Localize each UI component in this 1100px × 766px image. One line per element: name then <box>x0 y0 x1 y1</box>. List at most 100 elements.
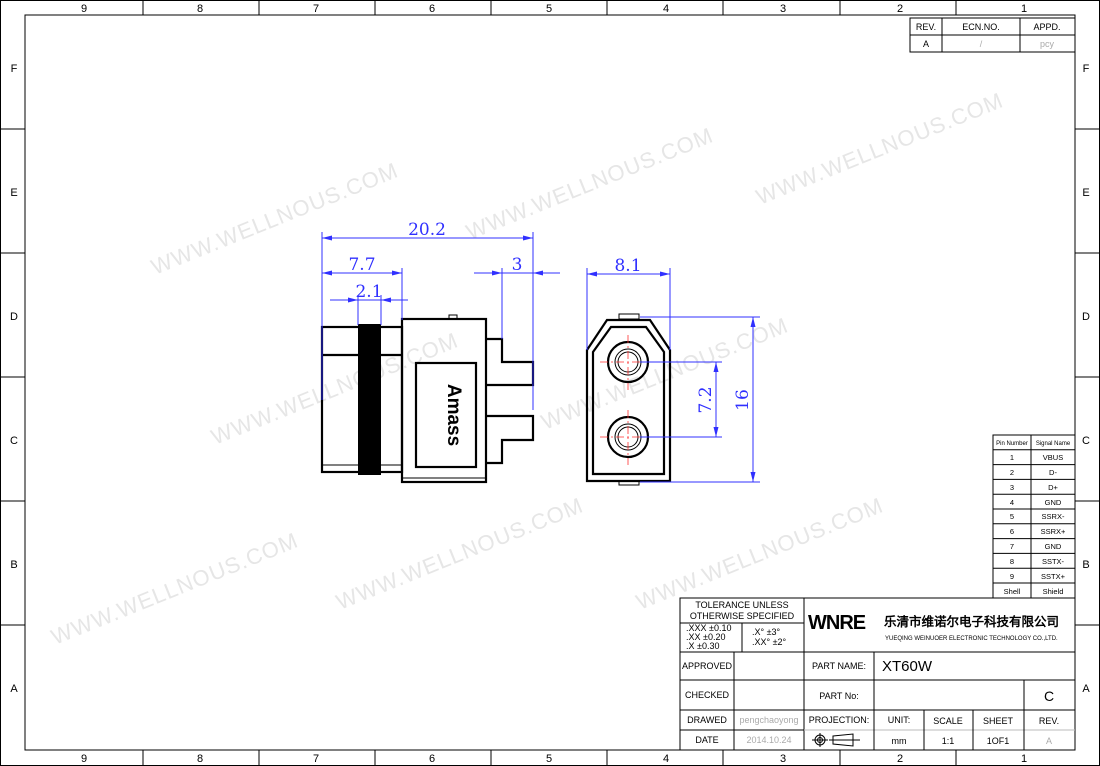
dim-overall-length: 20.2 <box>408 220 446 240</box>
svg-text:/: / <box>980 39 983 49</box>
svg-text:1:1: 1:1 <box>942 736 955 746</box>
svg-text:SSRX-: SSRX- <box>1042 512 1065 521</box>
svg-text:OTHERWISE SPECIFIED: OTHERWISE SPECIFIED <box>690 611 795 621</box>
svg-text:1OF1: 1OF1 <box>987 736 1010 746</box>
svg-text:SSRX+: SSRX+ <box>1041 527 1066 536</box>
svg-text:A: A <box>1046 736 1052 746</box>
svg-text:WWW.WELLNOUS.COM: WWW.WELLNOUS.COM <box>753 88 1007 210</box>
svg-text:PROJECTION:: PROJECTION: <box>809 715 870 725</box>
svg-text:2: 2 <box>897 3 903 15</box>
pin-upper <box>486 337 535 387</box>
svg-text:Pin Number: Pin Number <box>996 441 1028 447</box>
svg-text:4: 4 <box>1010 498 1014 507</box>
svg-text:9: 9 <box>81 3 87 15</box>
svg-text:A: A <box>923 39 929 49</box>
company-logo: WNRE <box>808 612 866 634</box>
svg-text:6: 6 <box>429 753 435 765</box>
svg-text:SHEET: SHEET <box>983 716 1014 726</box>
revision-table: REV. ECN.NO. APPD. A / pcy <box>909 17 1076 53</box>
svg-text:TOLERANCE UNLESS: TOLERANCE UNLESS <box>695 600 788 610</box>
svg-text:.XX° ±2°: .XX° ±2° <box>752 637 787 647</box>
svg-text:.XX ±0.20: .XX ±0.20 <box>686 632 725 642</box>
svg-text:Shield: Shield <box>1043 587 1064 596</box>
svg-text:4: 4 <box>663 3 669 15</box>
svg-text:F: F <box>1083 63 1090 75</box>
svg-text:WWW.WELLNOUS.COM: WWW.WELLNOUS.COM <box>208 328 462 450</box>
pin-lower <box>486 414 535 465</box>
dim-ring-width: 2.1 <box>355 282 382 302</box>
svg-text:3: 3 <box>1010 483 1014 492</box>
dim-front-part: 7.7 <box>348 255 375 275</box>
svg-text:E: E <box>1082 187 1089 199</box>
side-view: Amass <box>320 314 535 484</box>
svg-text:8: 8 <box>197 753 203 765</box>
svg-text:PART NAME:: PART NAME: <box>812 661 866 671</box>
dim-height: 16 <box>733 389 753 411</box>
svg-text:D-: D- <box>1049 468 1057 477</box>
svg-text:4: 4 <box>663 753 669 765</box>
column-labels-top: 9 8 7 6 5 4 3 2 1 <box>81 3 1027 15</box>
svg-text:A: A <box>10 683 18 695</box>
svg-text:REV.: REV. <box>1039 716 1059 726</box>
svg-text:APPD.: APPD. <box>1033 22 1060 32</box>
svg-text:pcy: pcy <box>1040 39 1055 49</box>
part-name-value: XT60W <box>882 658 933 675</box>
svg-text:WWW.WELLNOUS.COM: WWW.WELLNOUS.COM <box>633 493 887 615</box>
svg-text:2: 2 <box>1010 468 1014 477</box>
svg-text:7: 7 <box>313 3 319 15</box>
svg-text:DATE: DATE <box>695 735 718 745</box>
svg-text:B: B <box>10 559 17 571</box>
svg-text:2014.10.24: 2014.10.24 <box>746 735 791 745</box>
svg-text:REV.: REV. <box>916 22 936 32</box>
svg-text:Signal Name: Signal Name <box>1036 441 1071 447</box>
watermarks: WWW.WELLNOUS.COM WWW.WELLNOUS.COM WWW.WE… <box>48 88 1007 650</box>
company-name-cn: 乐清市维诺尔电子科技有限公司 <box>884 614 1059 629</box>
svg-text:D: D <box>10 311 18 323</box>
amass-marking: Amass <box>443 384 464 446</box>
dimensions: 20.2 7.7 2.1 3 8.1 7.2 16 <box>321 220 760 483</box>
dim-pin-pitch: 7.2 <box>696 386 716 413</box>
svg-text:F: F <box>11 63 18 75</box>
svg-text:5: 5 <box>546 3 552 15</box>
company-name-en: YUEQING WEINUOER ELECTRONIC TECHNOLOGY C… <box>885 636 1058 642</box>
svg-text:.X° ±3°: .X° ±3° <box>752 627 781 637</box>
svg-text:A: A <box>1082 683 1090 695</box>
svg-text:pengchaoyong: pengchaoyong <box>739 715 798 725</box>
svg-text:WWW.WELLNOUS.COM: WWW.WELLNOUS.COM <box>463 123 717 245</box>
svg-text:9: 9 <box>81 753 87 765</box>
svg-text:SSTX-: SSTX- <box>1042 557 1065 566</box>
projection-symbol-icon <box>812 733 860 747</box>
svg-text:8: 8 <box>197 3 203 15</box>
svg-text:2: 2 <box>897 753 903 765</box>
svg-text:SSTX+: SSTX+ <box>1041 572 1066 581</box>
svg-text:6: 6 <box>1010 527 1014 536</box>
svg-text:DRAWED: DRAWED <box>687 715 727 725</box>
svg-text:1: 1 <box>1021 3 1027 15</box>
svg-text:3: 3 <box>780 3 786 15</box>
svg-text:VBUS: VBUS <box>1043 453 1063 462</box>
svg-text:SCALE: SCALE <box>933 716 963 726</box>
svg-text:C: C <box>10 435 18 447</box>
svg-text:Shell: Shell <box>1004 587 1021 596</box>
svg-text:CHECKED: CHECKED <box>685 690 730 700</box>
dim-width: 8.1 <box>614 256 641 276</box>
svg-text:WWW.WELLNOUS.COM: WWW.WELLNOUS.COM <box>48 528 302 650</box>
svg-text:7: 7 <box>1010 542 1014 551</box>
svg-text:1: 1 <box>1021 753 1027 765</box>
svg-text:WWW.WELLNOUS.COM: WWW.WELLNOUS.COM <box>333 493 587 615</box>
svg-text:9: 9 <box>1010 572 1014 581</box>
svg-text:GND: GND <box>1045 542 1062 551</box>
svg-text:APPROVED: APPROVED <box>682 661 733 671</box>
sealing-ring <box>358 324 381 475</box>
svg-text:C: C <box>1082 435 1090 447</box>
title-block: TOLERANCE UNLESS OTHERWISE SPECIFIED .XX… <box>679 597 1076 751</box>
svg-text:UNIT:: UNIT: <box>888 715 911 725</box>
svg-text:5: 5 <box>546 753 552 765</box>
svg-text:6: 6 <box>429 3 435 15</box>
svg-text:mm: mm <box>892 736 907 746</box>
